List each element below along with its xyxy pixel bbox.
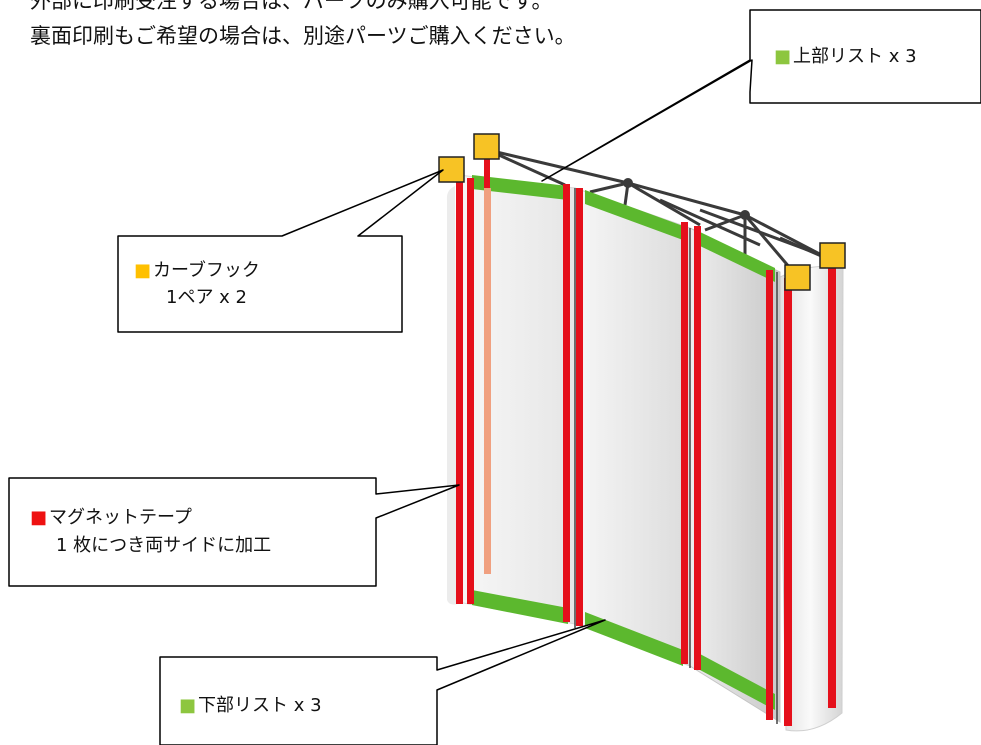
callout-top-list: ■上部リスト x 3 — [541, 9, 981, 182]
curve-hook-quantity: 1ペア x 2 — [166, 287, 247, 308]
callout-magnet-tape: ■マグネットテープ 1 枚につき両サイドに加工 — [8, 477, 460, 587]
panel-2 — [574, 187, 691, 667]
back-magnet-tape — [484, 188, 491, 574]
svg-text:■上部リスト x 3: ■上部リスト x 3 — [774, 46, 917, 67]
svg-text:■カーブフック: ■カーブフック — [134, 259, 260, 281]
magnet-tape-marker: ■ — [30, 507, 47, 528]
top-list-label: 上部リスト x 3 — [793, 46, 917, 67]
header-line-1: 外部に印刷受注する場合は、パーツのみ購入可能です。 — [30, 0, 552, 13]
callout-bottom-list: ■下部リスト x 3 — [159, 619, 606, 745]
magnet-tape-label: マグネットテープ — [49, 507, 192, 528]
magnet-tapes — [456, 158, 836, 726]
panel-1 — [457, 174, 576, 625]
svg-text:■マグネットテープ: ■マグネットテープ — [30, 507, 192, 528]
panel-edges — [574, 188, 778, 724]
callout-curve-hook: ■カーブフック 1ペア x 2 — [117, 169, 444, 333]
curve-hooks — [438, 133, 846, 291]
left-end-cap — [446, 186, 458, 605]
bottom-lists — [472, 590, 775, 710]
header-line-2: 裏面印刷もご希望の場合は、別途パーツご購入ください。 — [30, 24, 576, 48]
bottom-list-label: 下部リスト x 3 — [198, 695, 322, 716]
svg-text:■下部リスト x 3: ■下部リスト x 3 — [179, 695, 322, 716]
top-lists — [472, 175, 775, 282]
top-list-marker: ■ — [774, 46, 791, 67]
bottom-list-marker: ■ — [179, 695, 196, 716]
curve-hook-label: カーブフック — [153, 259, 260, 281]
curve-hook-marker: ■ — [134, 260, 151, 281]
magnet-tape-detail: 1 枚につき両サイドに加工 — [56, 535, 271, 556]
frame-joints — [623, 178, 750, 220]
